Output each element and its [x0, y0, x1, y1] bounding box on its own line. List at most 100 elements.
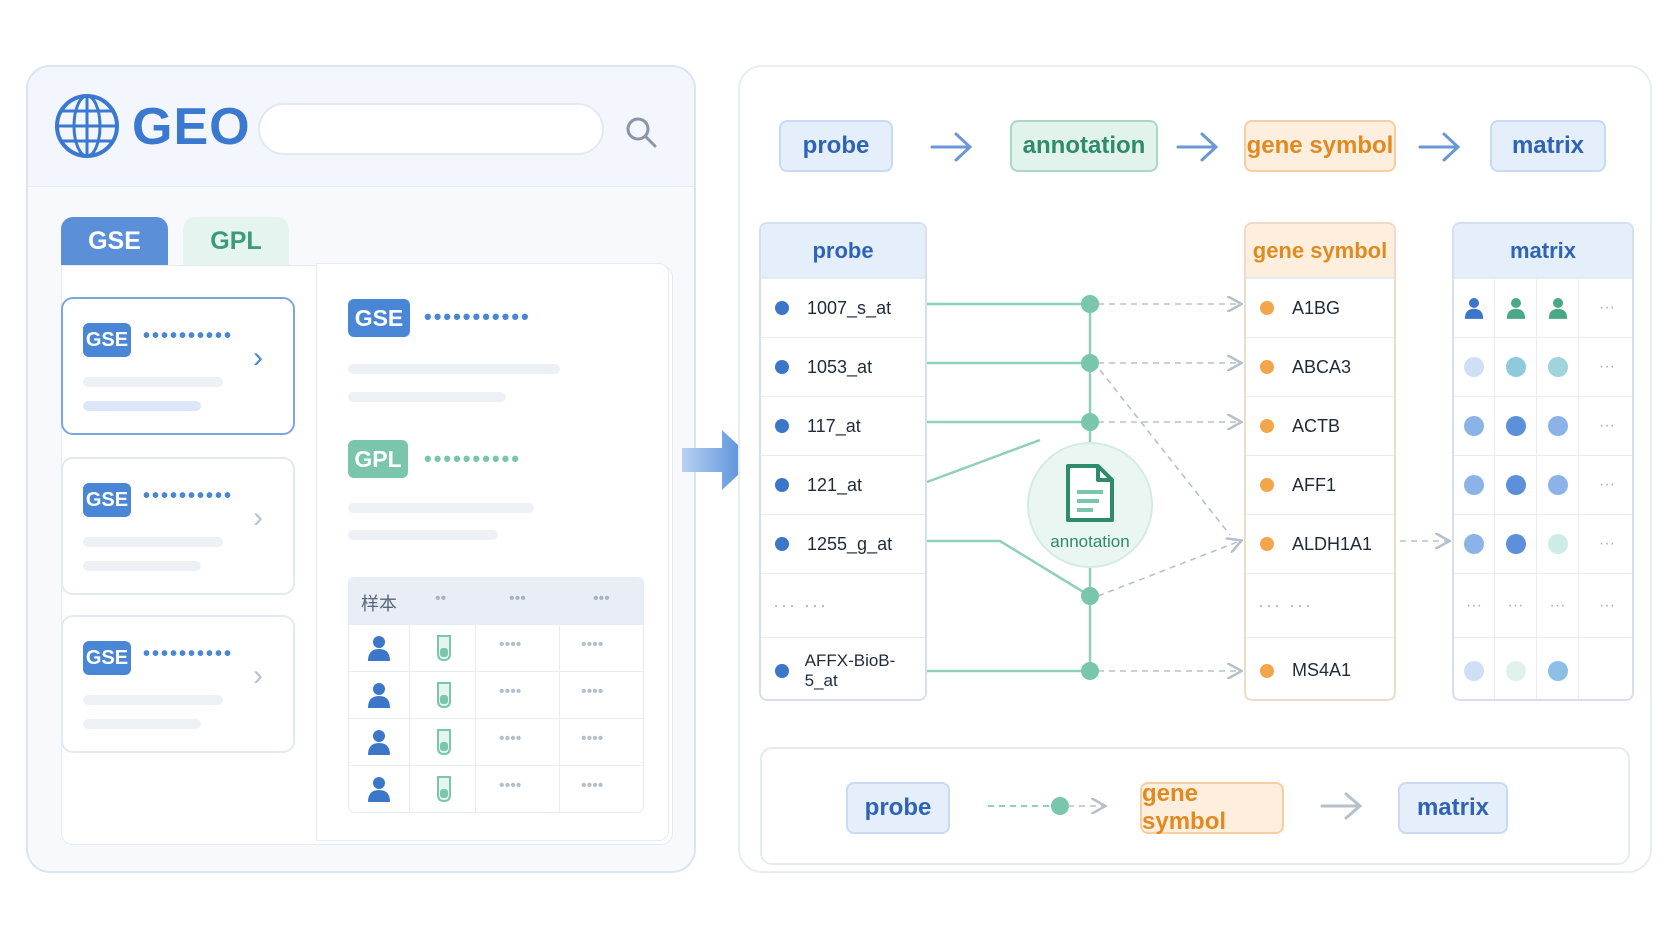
search-input[interactable] [258, 103, 604, 155]
pipeline-step-probe: probe [779, 120, 893, 172]
matrix-cell: ··· [1579, 456, 1632, 514]
gse-card[interactable]: GSE •••••••••• › [61, 457, 295, 595]
gene-row: A1BG [1246, 278, 1394, 337]
probe-dot [775, 301, 789, 315]
matrix-cell [1579, 638, 1632, 699]
gse-card[interactable]: GSE •••••••••• › [61, 615, 295, 753]
ellipsis: ··· [1599, 417, 1615, 434]
annotation-hub-label: annotation [1050, 532, 1130, 551]
table-row [349, 765, 643, 812]
expression-dot [1505, 660, 1526, 681]
gse-badge: GSE [348, 299, 410, 337]
cell-dots: •••• [581, 683, 604, 700]
matrix-cell [1454, 397, 1495, 455]
matrix-cell [1495, 338, 1537, 396]
matrix-cell [1537, 515, 1579, 573]
matrix-cell [1454, 515, 1495, 573]
gse-badge: GSE [83, 323, 131, 357]
ellipsis: ··· [1599, 299, 1615, 316]
expression-dot [1547, 534, 1568, 554]
gpl-badge: GPL [348, 440, 408, 478]
matrix-cell: ··· [1579, 574, 1632, 637]
chevron-right-icon[interactable]: › [253, 501, 263, 534]
matrix-cell [1454, 279, 1495, 337]
matrix-cell: ··· [1579, 338, 1632, 396]
header-dots: •• [435, 590, 447, 607]
matrix-row: ··· [1454, 514, 1632, 573]
tab-gpl[interactable]: GPL [183, 217, 289, 265]
probe-dot [775, 478, 789, 492]
matrix-cell [1537, 397, 1579, 455]
cell-dots: •••• [581, 730, 604, 747]
placeholder-line [83, 401, 201, 411]
probe-row-ellipsis: ··· ··· [761, 573, 925, 637]
gene-dot [1260, 419, 1274, 433]
gene-row: ALDH1A1 [1246, 514, 1394, 573]
gene-row-ellipsis: ··· ··· [1246, 573, 1394, 637]
probe-id: AFFX-BioB-5_at [804, 650, 896, 690]
header-dots: ••• [593, 590, 610, 607]
probe-row: 121_at [761, 455, 925, 514]
probe-id: 1007_s_at [807, 297, 892, 318]
matrix-row: ··· [1454, 337, 1632, 396]
placeholder-line [83, 695, 223, 705]
cell-dots: •••• [499, 636, 522, 653]
matrix-cell: ··· [1579, 279, 1632, 337]
probe-row: AFFX-BioB-5_at [761, 637, 925, 699]
geo-header: GEO [28, 67, 694, 187]
chevron-right-icon[interactable]: › [253, 341, 263, 374]
gse-card[interactable]: GSE •••••••••• › [61, 297, 295, 435]
gene-symbol: A1BG [1292, 297, 1341, 318]
test-tube-icon [437, 729, 451, 756]
expression-dot [1464, 660, 1484, 681]
placeholder-line [83, 719, 201, 729]
probe-dot [775, 663, 789, 678]
placeholder-line [83, 537, 223, 547]
matrix-cell [1495, 515, 1537, 573]
matrix-cell: ··· [1579, 515, 1632, 573]
matrix-cell [1454, 638, 1495, 699]
gene-dot [1260, 663, 1274, 678]
chevron-right-icon[interactable]: › [253, 659, 263, 692]
gene-dot [1260, 537, 1274, 551]
person-icon [368, 636, 390, 661]
matrix-cell [1537, 456, 1579, 514]
person-icon [1548, 298, 1567, 319]
search-icon[interactable] [624, 115, 658, 149]
gene-symbol: ABCA3 [1292, 356, 1352, 377]
card-title-dots: •••••••••• [143, 485, 234, 507]
header-dots: ••• [509, 590, 526, 607]
matrix-cell: ··· [1579, 397, 1632, 455]
matrix-cell [1537, 338, 1579, 396]
matrix-row: ··· [1454, 455, 1632, 514]
person-icon [1464, 298, 1484, 319]
matrix-cell [1537, 638, 1579, 699]
probe-dot [775, 419, 789, 433]
person-icon [368, 777, 390, 802]
table-row [349, 718, 643, 765]
expression-dot [1505, 475, 1526, 495]
placeholder-line [348, 364, 560, 374]
geo-logo-text: GEO [132, 98, 251, 156]
probe-id: 121_at [807, 474, 863, 495]
matrix-cell [1537, 279, 1579, 337]
probe-row: 1255_g_at [761, 514, 925, 573]
expression-dot [1464, 416, 1484, 436]
matrix-row: ··· [1454, 396, 1632, 455]
gene-dot [1260, 360, 1274, 374]
ellipsis: ··· [1599, 476, 1615, 493]
gene-dot [1260, 301, 1274, 315]
expression-dot [1547, 416, 1568, 436]
pipeline-step-annotation: annotation [1010, 120, 1158, 172]
person-icon [368, 683, 390, 708]
cell-dots: •••• [499, 777, 522, 794]
gene-symbol: MS4A1 [1292, 660, 1352, 680]
probe-dot [775, 360, 789, 374]
gene-row: AFF1 [1246, 455, 1394, 514]
card-title-dots: •••••••••• [143, 643, 234, 665]
cell-dots: •••• [581, 636, 604, 653]
sample-table-header: 样本 •• ••• ••• [349, 578, 643, 624]
matrix-row: ············ [1454, 573, 1632, 637]
test-tube-icon [437, 635, 451, 662]
tab-gse[interactable]: GSE [61, 217, 168, 265]
